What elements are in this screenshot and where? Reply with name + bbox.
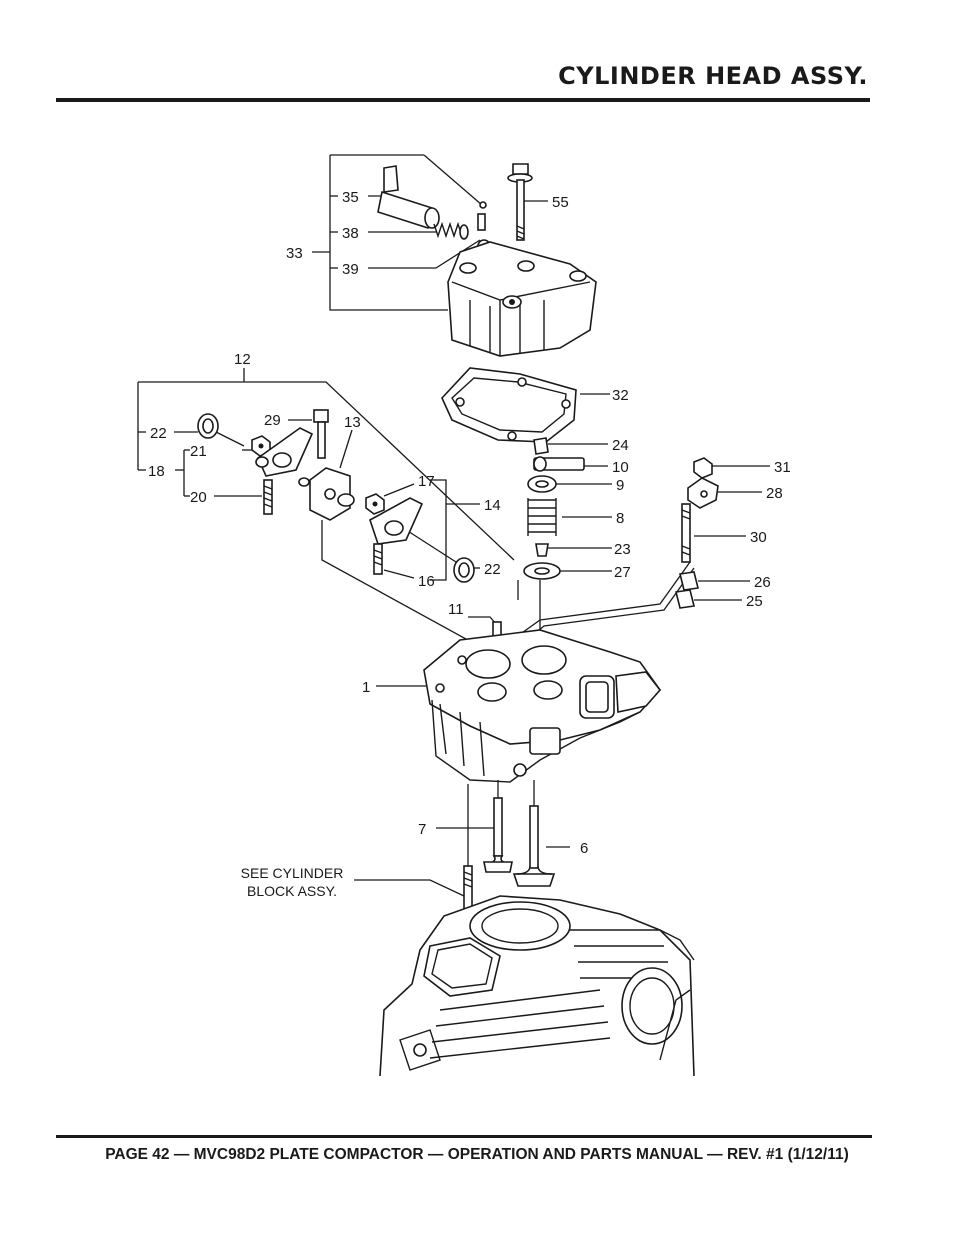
callout-labels: 35 38 33 39 55 12 32 22 29 13 21 18 20 1… [148,189,791,899]
part-pin [477,201,487,231]
page-footer: PAGE 42 — MVC98D2 PLATE COMPACTOR — OPER… [105,1146,849,1163]
part-35-decompression-lever [377,165,440,229]
part-rocker-arm-right [369,497,424,545]
part-28-plate [687,477,719,509]
callout-27: 27 [614,564,631,581]
callout-32: 32 [612,387,629,404]
part-27-washer [523,562,561,580]
callout-38: 38 [342,225,359,242]
part-22-clip-left [197,413,219,439]
part-25-collar [675,589,695,609]
callout-13: 13 [344,414,361,431]
part-30-stud [681,503,691,563]
callout-17: 17 [418,473,435,490]
note-see-cylinder: SEE CYLINDER [241,865,344,881]
part-23-valve-seal [535,543,549,557]
part-18-rocker-arm [255,427,314,477]
callout-6: 6 [580,840,588,857]
header-rule [56,98,870,102]
callout-23: 23 [614,541,631,558]
callout-14: 14 [484,497,501,514]
callout-22-left: 22 [150,425,167,442]
callout-20: 20 [190,489,207,506]
note-block-assy: BLOCK ASSY. [247,883,337,899]
callout-7: 7 [418,821,426,838]
part-31-nut [693,457,713,479]
part-38-spring [433,221,469,240]
callout-29: 29 [264,412,281,429]
callout-24: 24 [612,437,629,454]
part-11-dowel-pin [492,621,502,637]
callout-31: 31 [774,459,791,476]
part-17-nut [365,493,385,515]
callout-28: 28 [766,485,783,502]
part-29-bolt [313,409,329,459]
callout-25: 25 [746,593,763,610]
part-7-intake-valve [483,797,513,873]
page-title: CYLINDER HEAD ASSY. [558,62,868,90]
callout-8: 8 [616,510,624,527]
callout-35: 35 [342,189,359,206]
callout-30: 30 [750,529,767,546]
callout-11: 11 [448,601,464,618]
callout-26: 26 [754,574,771,591]
callout-16: 16 [418,573,435,590]
part-8-valve-spring [527,498,557,536]
part-20-adjust-screw [263,479,273,515]
callout-18: 18 [148,463,165,480]
part-10-seal [533,456,585,472]
part-1-cylinder-head [423,629,662,783]
part-13-rocker-holder [298,467,355,521]
part-22-clip-right [453,557,475,583]
footer-rule [56,1135,872,1138]
callout-39: 39 [342,261,359,278]
part-32-gasket [441,367,577,443]
callout-33: 33 [286,245,303,262]
leader-lines [137,154,770,897]
part-9-retainer [527,475,557,493]
callout-1: 1 [362,679,370,696]
part-16-adjust-screw [373,543,383,575]
callout-55: 55 [552,194,569,211]
part-6-exhaust-valve [512,805,556,887]
part-26-bushing [679,571,699,591]
callout-21: 21 [190,443,207,460]
part-55-bolt [507,163,533,241]
callout-9: 9 [616,477,624,494]
callout-22-right: 22 [484,561,501,578]
part-33-rocker-cover [447,241,597,357]
cylinder-block [379,895,695,1077]
part-24-cap [533,437,549,455]
callout-10: 10 [612,459,629,476]
callout-12: 12 [234,351,251,368]
